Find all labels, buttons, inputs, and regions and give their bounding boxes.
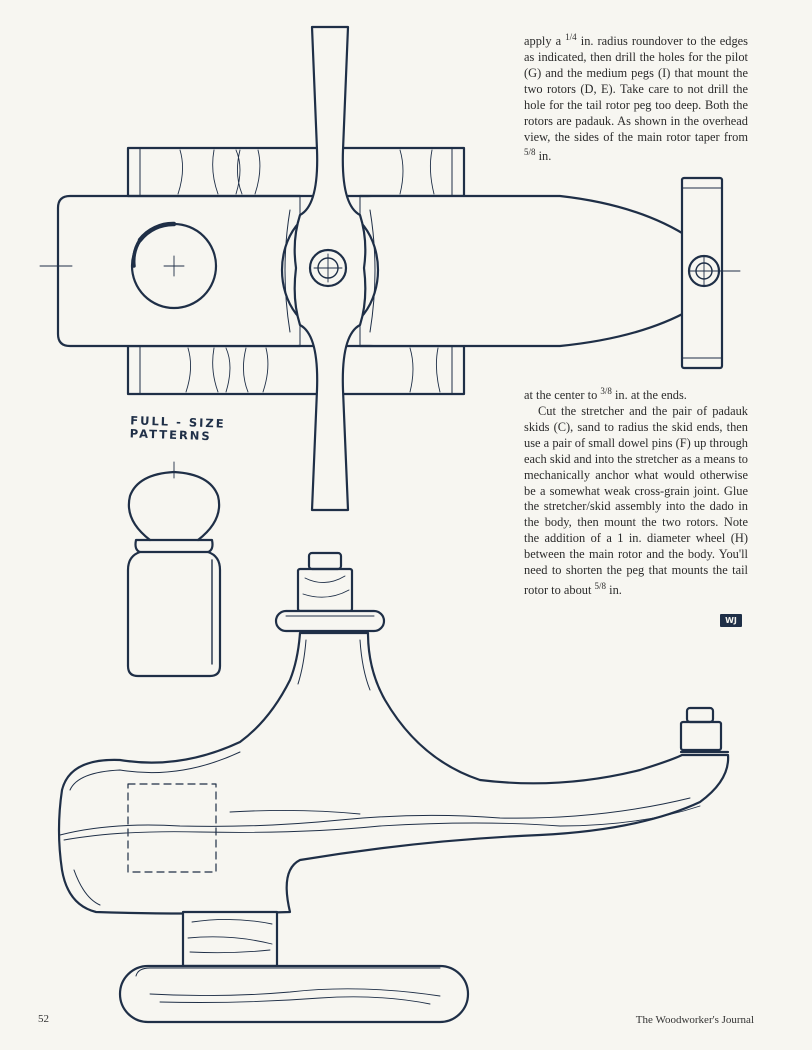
- article-text-lower: at the center to 3/8 in. at the ends. Cu…: [524, 384, 748, 599]
- fraction: 5/8: [594, 581, 607, 591]
- text-run: in. at the ends.: [611, 388, 687, 403]
- text-run: at the center to: [524, 388, 601, 403]
- text-run: in. radius roundover to the edges as ind…: [524, 34, 749, 144]
- fraction: 5/8: [524, 147, 536, 158]
- fraction: 1/4: [565, 32, 577, 42]
- fraction: 3/8: [600, 386, 612, 396]
- main-rotor-top-view: [293, 25, 367, 512]
- text-run: in.: [535, 149, 552, 164]
- paragraph-continued: apply a 1/4 in. radius roundover to the …: [524, 30, 748, 166]
- tail-rotor-top-view: [680, 176, 724, 370]
- full-size-patterns-label: FULL - SIZE PATTERNS: [130, 413, 226, 443]
- skid-side-view: [118, 964, 470, 1024]
- skid-top: [126, 146, 466, 198]
- end-mark-logo: WJ: [720, 614, 742, 627]
- body-top-view: [56, 194, 692, 348]
- text-run: apply a: [524, 34, 566, 49]
- overhead-view: [39, 25, 741, 512]
- publication-footer: The Woodworker's Journal: [635, 1014, 754, 1026]
- article-text-upper: apply a 1/4 in. radius roundover to the …: [524, 30, 748, 166]
- body-side-view: [57, 631, 730, 915]
- paragraph-assembly: Cut the stretcher and the pair of padauk…: [524, 404, 748, 599]
- text-run: in.: [606, 583, 622, 598]
- pilot-pattern: [126, 461, 222, 678]
- text-run: Cut the stretcher and the pair of padauk…: [524, 404, 748, 598]
- paragraph-continuation: at the center to 3/8 in. at the ends.: [524, 384, 748, 404]
- skid-bottom: [126, 344, 466, 396]
- side-view: [57, 551, 730, 1024]
- page-number: 52: [38, 1013, 49, 1025]
